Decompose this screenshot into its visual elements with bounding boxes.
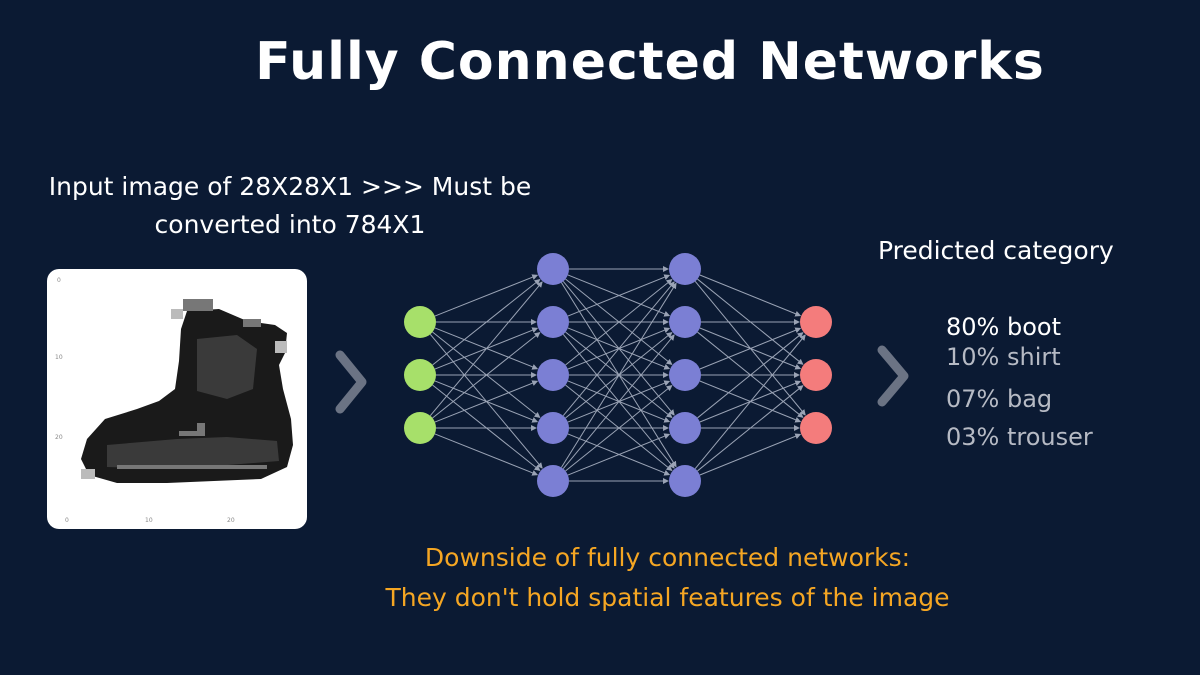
network-edge (565, 279, 673, 366)
y-tick: 10 (55, 354, 63, 361)
prediction-item: 07% bag (946, 385, 1053, 413)
network-edge (434, 380, 539, 423)
x-tick: 20 (227, 517, 235, 524)
downside-line-2: They don't hold spatial features of the … (385, 583, 950, 612)
y-tick: 20 (55, 434, 63, 441)
input-node (404, 359, 436, 391)
network-edge (565, 385, 673, 472)
output-node (800, 412, 832, 444)
network-edge (697, 385, 804, 472)
network-edge (562, 334, 675, 470)
hidden-node (669, 412, 701, 444)
input-caption: Input image of 28X28X1 >>> Must be conve… (48, 172, 532, 239)
network-edge (561, 282, 677, 468)
network-edge (562, 281, 675, 417)
network-edge (567, 274, 671, 317)
chevron-right-icon (877, 345, 909, 407)
prediction-item: 10% shirt (946, 343, 1061, 371)
network-edge (694, 334, 806, 469)
output-node (800, 306, 832, 338)
input-node (404, 306, 436, 338)
hidden-node (537, 412, 569, 444)
y-tick: 0 (57, 277, 61, 284)
hidden-node (669, 359, 701, 391)
slide-title: Fully Connected Networks (255, 32, 1045, 92)
hidden-node (669, 306, 701, 338)
x-tick: 10 (145, 517, 153, 524)
hidden-node (537, 465, 569, 497)
network-edge (429, 281, 543, 417)
predictions-list: 80% boot 10% shirt 07% bag 03% trouser (946, 312, 1093, 456)
input-node (404, 412, 436, 444)
network-edge (434, 433, 539, 476)
hidden-node (537, 253, 569, 285)
downside-note: Downside of fully connected networks: Th… (380, 538, 955, 618)
predicted-category-heading: Predicted category (878, 236, 1114, 265)
hidden-node (669, 465, 701, 497)
hidden-node (537, 306, 569, 338)
network-edge (434, 274, 539, 317)
network-edge (567, 433, 671, 476)
boot-pixel-image (81, 299, 293, 483)
chevron-right-icon (335, 350, 367, 414)
x-tick: 0 (65, 517, 69, 524)
input-boot-image: 0 10 20 0 10 20 (47, 269, 307, 529)
downside-line-1: Downside of fully connected networks: (424, 543, 911, 572)
output-node (800, 359, 832, 391)
prediction-item: 03% trouser (946, 423, 1093, 451)
network-edge (432, 331, 541, 419)
hidden-node (537, 359, 569, 391)
network-edge (699, 433, 802, 476)
network-edge (697, 332, 804, 419)
network-edge (699, 327, 802, 370)
network-edge (699, 274, 802, 317)
hidden-node (669, 253, 701, 285)
network-edge (432, 278, 541, 366)
prediction-item: 80% boot (946, 313, 1061, 341)
